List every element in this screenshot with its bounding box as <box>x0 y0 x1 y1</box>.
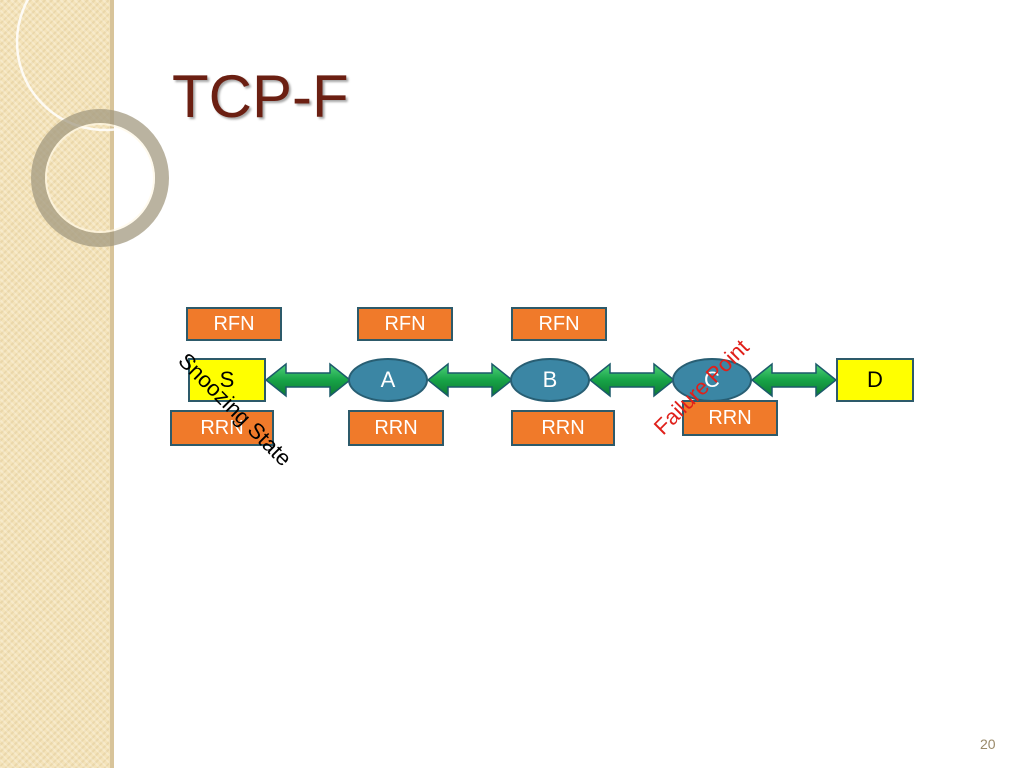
rrn-box-s: RRN <box>170 410 274 446</box>
arrow-b-c <box>588 362 676 398</box>
rfn-box-b: RFN <box>511 307 607 341</box>
node-a: A <box>348 358 428 402</box>
node-s: S <box>188 358 266 402</box>
rfn-box-s: RFN <box>186 307 282 341</box>
node-b: B <box>510 358 590 402</box>
node-c: C <box>672 358 752 402</box>
decorative-rings <box>15 0 180 247</box>
rrn-box-c: RRN <box>682 400 778 436</box>
rrn-box-b: RRN <box>511 410 615 446</box>
sidebar-edge <box>110 0 114 768</box>
arrow-a-b <box>426 362 514 398</box>
rrn-box-a: RRN <box>348 410 444 446</box>
arrow-c-d <box>750 362 838 398</box>
slide-title: TCP-F <box>172 63 349 130</box>
page-number: 20 <box>980 736 996 752</box>
rfn-box-a: RFN <box>357 307 453 341</box>
arrow-s-a <box>264 362 352 398</box>
node-d: D <box>836 358 914 402</box>
